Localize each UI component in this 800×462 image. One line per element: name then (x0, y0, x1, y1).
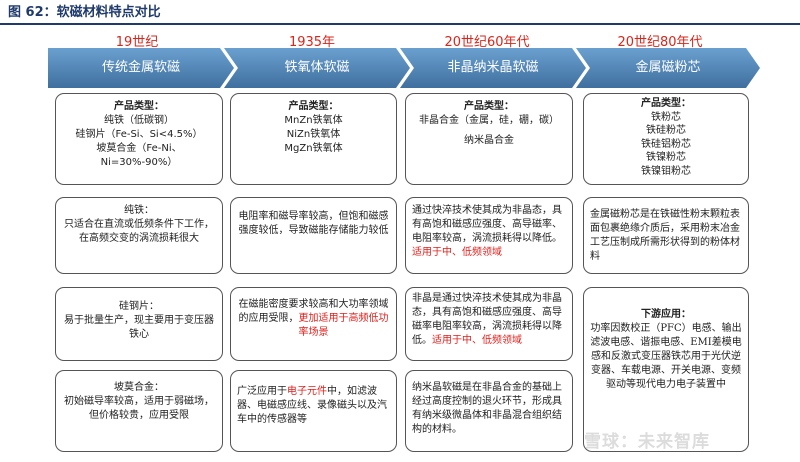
type-item: 铁镍粉芯 (646, 152, 686, 163)
col2-properties-note: 电阻率和磁导率较高，但饱和磁感强度较低，导致磁能存储能力较低 (230, 197, 397, 274)
type-item: 铁粉芯 (651, 111, 681, 123)
figure-title: 图 62：软磁材料特点对比 (8, 5, 161, 20)
type-item: NiZn铁氧体 (286, 129, 341, 140)
types-header: 产品类型： (114, 101, 164, 112)
col4-powder-core-note: 金属磁粉芯是在铁磁性粉末颗粒表面包裹绝缘介质后，采用粉末冶金工艺压制成所需形状得… (583, 197, 749, 274)
note-text: 在磁能密度要求较高和大功率领域的应用受限， (238, 299, 389, 324)
type-item: MgZn铁氧体 (284, 143, 343, 154)
col2-application-limit-note: 在磁能密度要求较高和大功率领域的应用受限，更加适用于高频低功率场景 (230, 287, 397, 361)
highlight-text: 电子元件 (287, 386, 327, 397)
era-label-3: 20世纪60年代 (444, 35, 530, 50)
note-text: 只适合在直流或低频条件下工作，在高频交变的涡流损耗很大 (64, 219, 214, 244)
type-item: 铁镍钼粉芯 (641, 165, 691, 177)
era-label-2: 1935年 (288, 35, 336, 50)
note-title: 硅钢片： (119, 301, 159, 312)
note-title: 坡莫合金： (114, 382, 164, 393)
col3-product-types: 产品类型： 非晶合金（金属，硅，硼，碳） 纳米晶合金 (405, 93, 573, 185)
highlight-text: 更加适用于高频低功率场景 (298, 313, 389, 338)
col3-amorphous-note: 通过快淬技术使其成为非晶态，具有高饱和磁感应强度、高导磁率、电阻率较高，涡流损耗… (405, 197, 573, 274)
col2-product-types: 产品类型： MnZn铁氧体 NiZn铁氧体 MgZn铁氧体 (230, 93, 397, 185)
note-text: 通过快淬技术使其成为非晶态，具有高饱和磁感应强度、高导磁率、电阻率较高，涡流损耗… (412, 205, 562, 244)
title-divider (0, 23, 800, 25)
note-text: 金属磁粉芯是在铁磁性粉末颗粒表面包裹绝缘介质后，采用粉末冶金工艺压制成所需形状得… (590, 209, 740, 262)
banner-shape (48, 48, 234, 88)
col1-product-types: 产品类型： 纯铁（低碳钢） 硅钢片（Fe-Si、Si<4.5%） 坡莫合金（Fe… (55, 93, 223, 185)
col1-silicon-steel-note: 硅钢片： 易于批量生产，现主要用于变压器铁心 (55, 287, 223, 361)
col1-permalloy-note: 坡莫合金： 初始磁导率较高，适用于弱磁场，但价格较贵，应用受限 (55, 370, 223, 452)
col3-nanocrystalline-note: 纳米晶软磁是在非晶合金的基础上经过高度控制的退火环节，形成具有纳米级微晶体和非晶… (405, 370, 573, 452)
banner-shape (576, 48, 760, 88)
banner-traditional-metal: 传统金属软磁 (48, 48, 234, 88)
era-label-1: 19世纪 (115, 35, 159, 50)
type-item: 纳米晶合金 (464, 135, 514, 146)
type-item: 铁硅铝粉芯 (641, 138, 691, 150)
note-title: 纯铁： (124, 205, 154, 216)
note-text: 电阻率和磁导率较高，但饱和磁感强度较低，导致磁能存储能力较低 (238, 211, 389, 236)
banner-label-3: 非晶纳米晶软磁 (447, 60, 539, 75)
type-item: MnZn铁氧体 (284, 115, 343, 126)
col4-product-types: 产品类型： 铁粉芯 铁硅粉芯 铁硅铝粉芯 铁镍粉芯 铁镍钼粉芯 (583, 93, 749, 185)
type-item: 纯铁（低碳钢） (104, 115, 174, 126)
note-text: 易于批量生产，现主要用于变压器铁心 (64, 315, 214, 340)
era-label-4: 20世纪80年代 (617, 35, 703, 50)
watermark: 雪球：未来智库 (584, 432, 710, 452)
col2-uses-note: 广泛应用于电子元件中，如滤波器、电磁感应线、录像磁头以及汽车中的传感器等 (230, 370, 397, 452)
note-text: 功率因数校正（PFC）电感、输出滤波电感、谐振电感、EMI差模电感和反激式变压器… (590, 323, 742, 390)
type-item: 坡莫合金（Fe-Ni、Ni=30%-90%） (96, 143, 182, 168)
types-header: 产品类型： (641, 98, 691, 109)
type-item: 非晶合金（金属，硅，硼，碳） (419, 115, 559, 126)
types-header: 产品类型： (464, 101, 514, 112)
banner-ferrite: 铁氧体软磁 (224, 48, 410, 88)
highlight-text: 适用于中、低频领域 (432, 335, 522, 346)
note-text: 纳米晶软磁是在非晶合金的基础上经过高度控制的退火环节，形成具有纳米级微晶体和非晶… (412, 382, 562, 435)
banner-label-2: 铁氧体软磁 (284, 60, 350, 75)
banner-shape (224, 48, 410, 88)
col3-amorphous-detail-note: 非晶是通过快淬技术使其成为非晶态，具有高饱和磁感应强度、高导磁率电阻率较高，涡流… (405, 287, 573, 361)
col4-downstream-applications: 下游应用： 功率因数校正（PFC）电感、输出滤波电感、谐振电感、EMI差模电感和… (583, 287, 749, 452)
type-item: 铁硅粉芯 (646, 125, 686, 136)
col1-pure-iron-note: 纯铁： 只适合在直流或低频条件下工作，在高频交变的涡流损耗很大 (55, 197, 223, 274)
note-text: 中，如滤波器、电磁感应线、录像磁头以及汽车中的传感器等 (237, 386, 387, 425)
banner-metal-powder-core: 金属磁粉芯 (576, 48, 760, 88)
banner-shape (400, 48, 586, 88)
note-text: 初始磁导率较高，适用于弱磁场，但价格较贵，应用受限 (64, 396, 214, 421)
type-item: 硅钢片（Fe-Si、Si<4.5%） (75, 129, 203, 140)
banner-label-4: 金属磁粉芯 (635, 60, 701, 75)
note-text: 非晶是通过快淬技术使其成为非晶态，具有高饱和磁感应强度、高导磁率电阻率较高，涡流… (412, 293, 562, 346)
note-title: 下游应用： (641, 309, 691, 320)
highlight-text: 适用于中、低频领域 (412, 247, 502, 258)
types-header: 产品类型： (288, 101, 339, 112)
banner-label-1: 传统金属软磁 (101, 60, 180, 75)
banner-amorphous-nanocrystalline: 非晶纳米晶软磁 (400, 48, 586, 88)
note-text: 广泛应用于 (237, 386, 287, 397)
